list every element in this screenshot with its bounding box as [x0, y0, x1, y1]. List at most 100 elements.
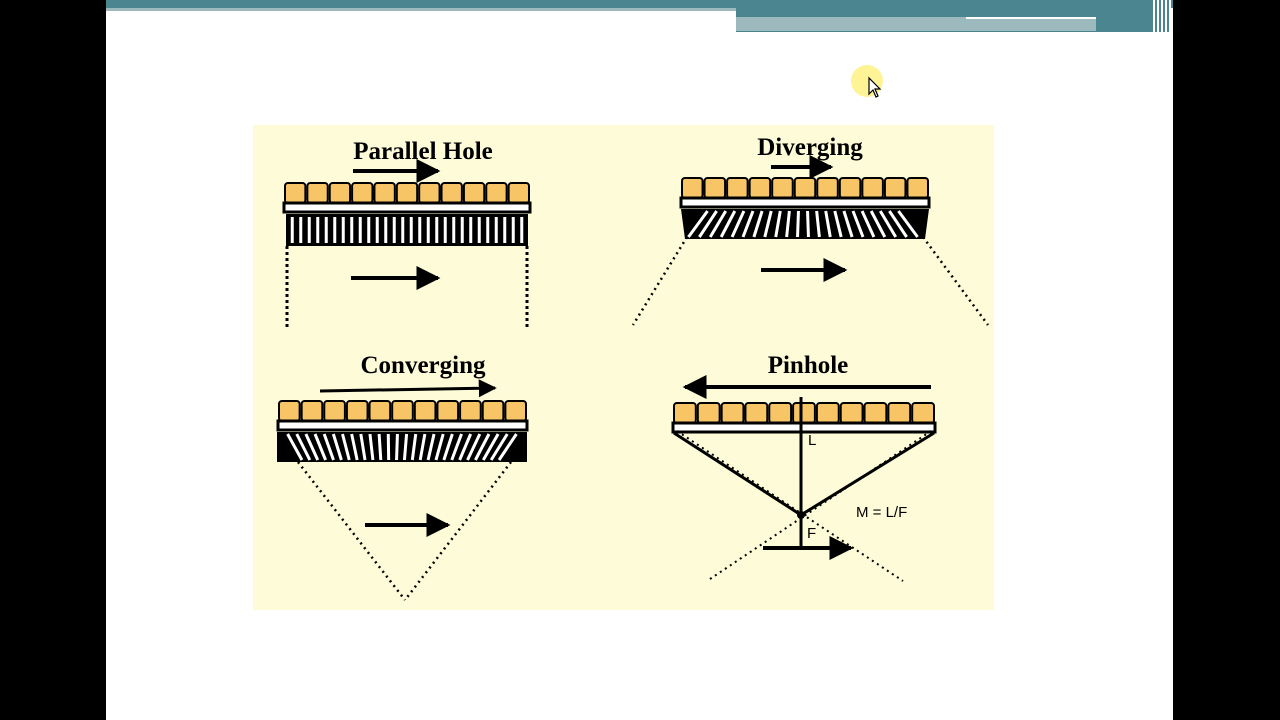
scintillation-crystal — [459, 400, 482, 422]
pinhole-cone-left — [673, 431, 802, 517]
pinhole-cone-right — [800, 431, 935, 517]
collimator-hole — [341, 433, 351, 461]
collimator-hole — [350, 433, 359, 461]
collimator-hole — [359, 433, 367, 461]
collimator-hole — [426, 433, 436, 461]
collimator-hole — [434, 433, 445, 461]
scintillation-crystal — [696, 402, 721, 424]
scintillation-crystal — [726, 177, 749, 199]
scintillation-crystal — [436, 400, 460, 422]
scintillation-crystal — [395, 182, 419, 204]
cursor-highlight-circle — [851, 65, 883, 97]
scintillation-crystal — [373, 182, 396, 204]
scintillation-crystal — [306, 182, 329, 204]
collimator-hole — [806, 210, 810, 238]
collimator-hole — [860, 210, 876, 238]
collimator-hole — [888, 210, 908, 238]
parallel-crystal-row — [284, 182, 531, 204]
collimator-hole — [763, 210, 773, 238]
collimator-hole — [687, 210, 709, 238]
scintillation-crystal — [883, 177, 907, 199]
panel-diverging: Diverging — [631, 134, 990, 326]
collimator-hole — [474, 433, 491, 461]
pinhole-label-l: L — [808, 432, 816, 449]
converging-fov-right-edge — [404, 461, 512, 601]
top-right-tick-marks — [1151, 0, 1171, 32]
collimator-hole — [842, 210, 854, 238]
collimator-hole — [815, 210, 821, 238]
collimator-hole — [442, 433, 454, 461]
pinhole-crystal-row — [673, 402, 936, 424]
collimator-hole — [741, 210, 755, 238]
scintillation-crystal — [744, 402, 769, 424]
scintillation-crystal — [391, 400, 414, 422]
collimator-hole — [878, 210, 898, 238]
collimator-hole — [796, 210, 800, 238]
collimator-hole — [869, 210, 887, 238]
collimator-hole — [752, 210, 764, 238]
collimator-hole — [377, 433, 383, 461]
diverging-fov-left-edge — [631, 236, 689, 326]
pinhole-aperture — [797, 511, 805, 519]
scintillation-crystal — [887, 402, 912, 424]
scintillation-crystal — [345, 400, 369, 422]
pinhole-magnification-formula: M = L/F — [856, 504, 907, 521]
panel-parallel-hole: Parallel Hole — [282, 138, 532, 328]
collimator-hole — [450, 433, 463, 461]
mouse-pointer-icon — [868, 76, 882, 98]
collimator-hole — [489, 433, 509, 461]
scintillation-crystal — [413, 400, 437, 422]
scintillation-crystal — [440, 182, 463, 204]
pinhole-label-f: F — [807, 525, 816, 542]
top-accent-bar — [106, 0, 1173, 8]
scintillation-crystal — [300, 400, 324, 422]
top-right-white-line — [966, 17, 1096, 19]
scintillation-crystal — [748, 177, 772, 199]
collimator-hole — [833, 210, 843, 238]
collimator-hole — [851, 210, 865, 238]
scintillation-crystal — [768, 402, 793, 424]
top-accent-thin-line — [106, 8, 736, 11]
collimator-diagram: Parallel Hole Diverging — [253, 125, 994, 610]
pinhole-title: Pinhole — [768, 352, 849, 379]
collimator-hole — [730, 210, 746, 238]
cursor-highlight — [851, 64, 885, 98]
scintillation-crystal — [839, 402, 864, 424]
scintillation-crystal — [720, 402, 745, 424]
diverging-collimator-holes — [687, 210, 919, 238]
scintillation-crystal — [462, 182, 486, 204]
scintillation-crystal — [323, 400, 346, 422]
collimator-hole — [410, 433, 418, 461]
converging-fov-left-edge — [297, 461, 406, 601]
scintillation-crystal — [418, 182, 441, 204]
collimator-hole — [774, 210, 782, 238]
scintillation-crystal — [911, 402, 936, 424]
converging-title: Converging — [361, 352, 487, 379]
scintillation-crystal — [771, 177, 794, 199]
scintillation-crystal — [861, 177, 884, 199]
scintillation-crystal — [284, 182, 307, 204]
scintillation-crystal — [278, 400, 301, 422]
scintillation-crystal — [838, 177, 862, 199]
collimator-hole — [458, 433, 473, 461]
parallel-light-guide — [282, 201, 532, 214]
diverging-title: Diverging — [757, 134, 863, 161]
panel-converging: Converging — [276, 352, 529, 601]
converging-crystal-row — [278, 400, 527, 422]
collimator-hole — [698, 210, 718, 238]
parallel-hole-title: Parallel Hole — [353, 138, 493, 165]
scintillation-crystal — [328, 182, 352, 204]
collimator-hole — [331, 433, 343, 461]
scintillation-crystal — [368, 400, 392, 422]
scintillation-crystal — [906, 177, 929, 199]
collimator-hole — [395, 433, 399, 461]
scintillation-crystal — [816, 177, 839, 199]
collimator-hole — [304, 433, 320, 461]
scintillation-crystal — [351, 182, 374, 204]
collimator-hole — [466, 433, 482, 461]
diverging-light-guide — [679, 196, 931, 209]
scintillation-crystal — [485, 182, 508, 204]
parallel-collimator — [286, 214, 528, 246]
scintillation-crystal — [507, 182, 531, 204]
collimator-hole — [897, 210, 919, 238]
